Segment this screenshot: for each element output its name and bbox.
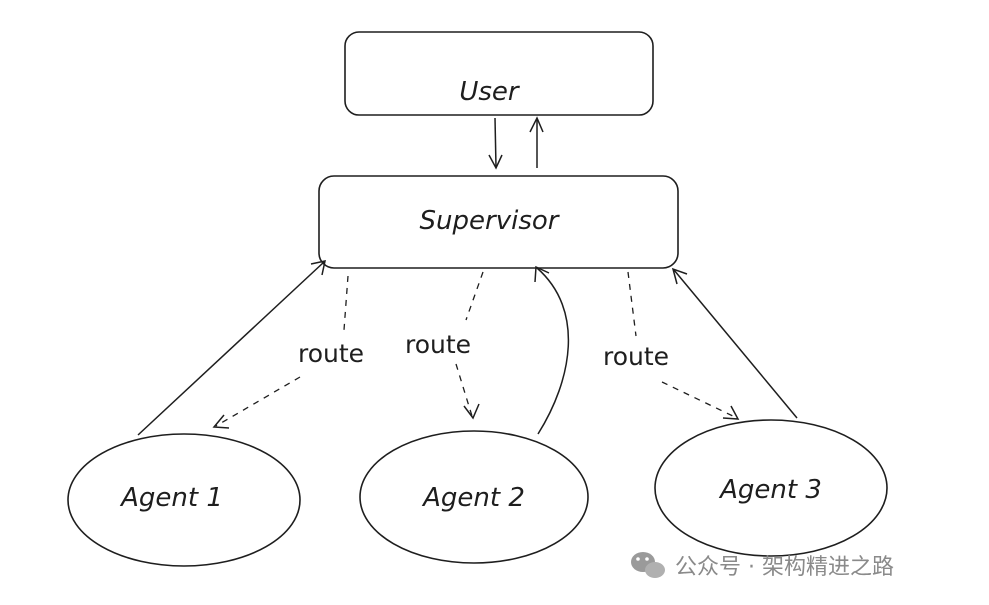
agent-2-ellipse <box>359 430 589 564</box>
supervisor-box <box>318 175 679 269</box>
watermark: 公众号 · 架构精进之路 <box>631 552 894 580</box>
agent-1-node: Agent 1 <box>67 433 301 567</box>
route-to-agent-1-arrow <box>212 275 349 429</box>
agent-3-ellipse <box>654 419 888 557</box>
agent-3-node: Agent 3 <box>654 419 888 557</box>
agent-1-ellipse <box>67 433 301 567</box>
route-to-agent-2-arrow <box>455 271 484 420</box>
supervisor-to-user-arrow <box>529 116 544 168</box>
agent-2-label: Agent 2 <box>421 483 525 513</box>
user-label: User <box>459 77 521 107</box>
route-label-3: route <box>603 342 669 371</box>
agent-1-label: Agent 1 <box>119 483 223 513</box>
agent-2-return-arrow <box>534 265 570 435</box>
route-label-2: route <box>405 330 471 359</box>
user-box <box>344 31 654 116</box>
agent-2-node: Agent 2 <box>359 430 589 564</box>
supervisor-node: Supervisor <box>318 175 679 269</box>
agent-3-label: Agent 3 <box>718 475 822 505</box>
agent-3-return-arrow <box>671 267 798 419</box>
supervisor-label: Supervisor <box>420 206 561 236</box>
user-node: User <box>344 31 654 116</box>
route-label-1: route <box>298 339 364 368</box>
user-to-supervisor-arrow <box>488 117 503 170</box>
wechat-icon <box>631 552 665 578</box>
agent-1-return-arrow <box>137 260 326 436</box>
route-to-agent-3-arrow <box>627 271 740 420</box>
watermark-text: 公众号 · 架构精进之路 <box>675 555 894 580</box>
